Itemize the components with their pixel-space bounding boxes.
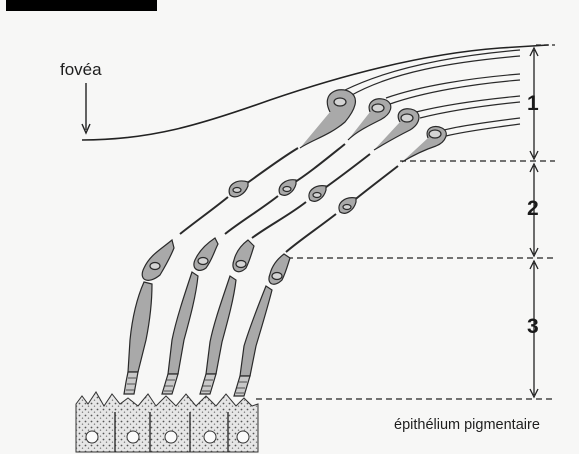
zone-boundaries: [256, 161, 555, 399]
epithelium-label: épithélium pigmentaire: [394, 417, 540, 433]
zone-3-number: 3: [527, 315, 539, 338]
zone-2-number: 2: [527, 197, 539, 220]
photoreceptor-cells: [124, 50, 520, 396]
fovea-arrow: [82, 83, 90, 133]
photoreceptor-cell-4: [234, 118, 520, 396]
pigment-epithelium: [76, 392, 258, 452]
top-black-bar: [6, 0, 157, 11]
fovea-label: fovéa: [60, 60, 102, 79]
foveal-surface-line: [82, 45, 548, 140]
zone-1-number: 1: [527, 92, 539, 115]
